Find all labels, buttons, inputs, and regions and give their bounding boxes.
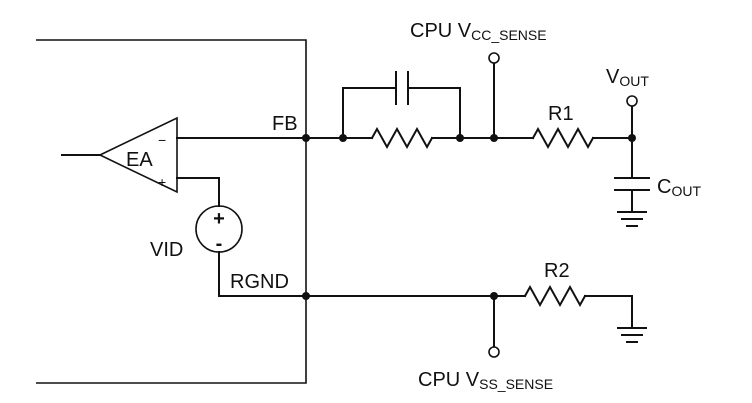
vid-plus-sign: + <box>213 208 225 230</box>
vcc-sense-junction <box>490 134 498 142</box>
vss-sense-terminal <box>488 346 500 358</box>
cout-ground-icon <box>617 211 647 227</box>
vcc-sense-terminal <box>488 52 500 64</box>
rgnd-wire <box>218 251 526 297</box>
comp-cap-wire-right <box>409 87 461 139</box>
ea-minus-sign: − <box>158 132 166 148</box>
fb-pin-junction <box>302 134 310 142</box>
ic-boundary <box>36 39 307 384</box>
r2-label: R2 <box>544 260 570 282</box>
r1-label: R1 <box>548 103 574 125</box>
vout-label: VOUT <box>606 66 649 89</box>
r1-resistor <box>531 126 595 150</box>
comp-resistor <box>370 126 434 150</box>
cpu-vcc-sense-label: CPU VCC_SENSE <box>410 20 547 43</box>
r2-ground-icon <box>617 327 647 343</box>
vss-sense-junction <box>490 292 498 300</box>
ea-plus-wire <box>176 177 220 207</box>
ea-plus-sign: + <box>158 174 166 190</box>
vid-minus-sign: - <box>216 233 223 255</box>
vout-terminal <box>626 95 638 107</box>
vid-label: VID <box>150 239 183 261</box>
r2-ground-wire <box>584 295 633 329</box>
cout-label: COUT <box>657 176 701 199</box>
error-amplifier <box>98 116 178 194</box>
rgnd-pin-junction <box>302 292 310 300</box>
comp-right-junction <box>456 134 464 142</box>
comp-cap-wire-left <box>342 87 395 139</box>
fb-label: FB <box>272 113 298 135</box>
r2-resistor <box>523 284 587 308</box>
cpu-vss-sense-label: CPU VSS_SENSE <box>418 369 553 392</box>
vout-junction <box>628 134 636 142</box>
ea-label: EA <box>126 149 153 171</box>
rgnd-label: RGND <box>230 271 289 293</box>
comp-left-junction <box>339 134 347 142</box>
